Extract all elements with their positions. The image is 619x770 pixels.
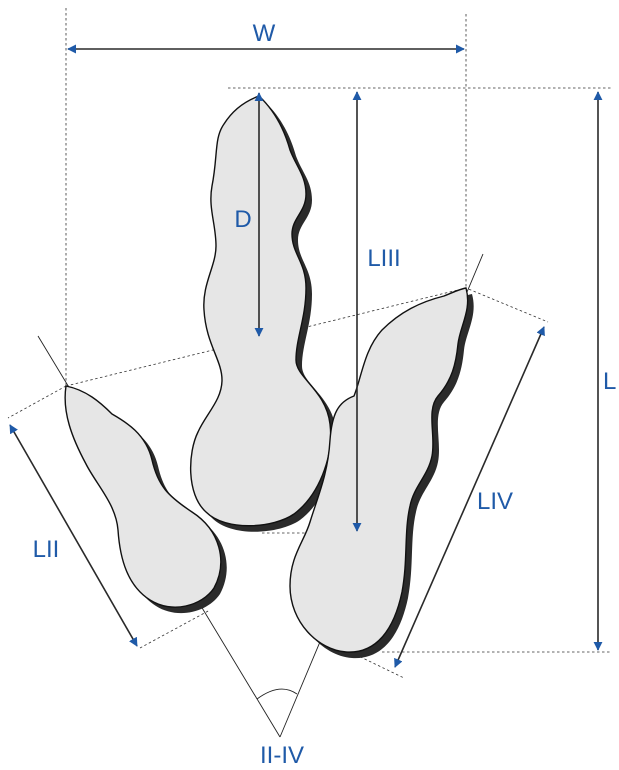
liii-label: LIII bbox=[367, 245, 400, 272]
labels: W L LIII D LII LIV II-IV bbox=[33, 20, 617, 769]
lii-top-guide bbox=[7, 385, 67, 419]
projection-label: D bbox=[234, 206, 251, 233]
liv-label: LIV bbox=[477, 488, 513, 515]
divarication-angle-arc bbox=[256, 688, 298, 700]
lii-arrow bbox=[9, 424, 138, 647]
width-label: W bbox=[253, 20, 276, 47]
lii-bottom-guide bbox=[139, 609, 211, 649]
length-label: L bbox=[603, 368, 616, 395]
lii-label: LII bbox=[33, 536, 60, 563]
liv-arrow bbox=[394, 326, 545, 668]
divarication-label: II-IV bbox=[260, 742, 304, 769]
measurement-arrows bbox=[9, 44, 603, 668]
